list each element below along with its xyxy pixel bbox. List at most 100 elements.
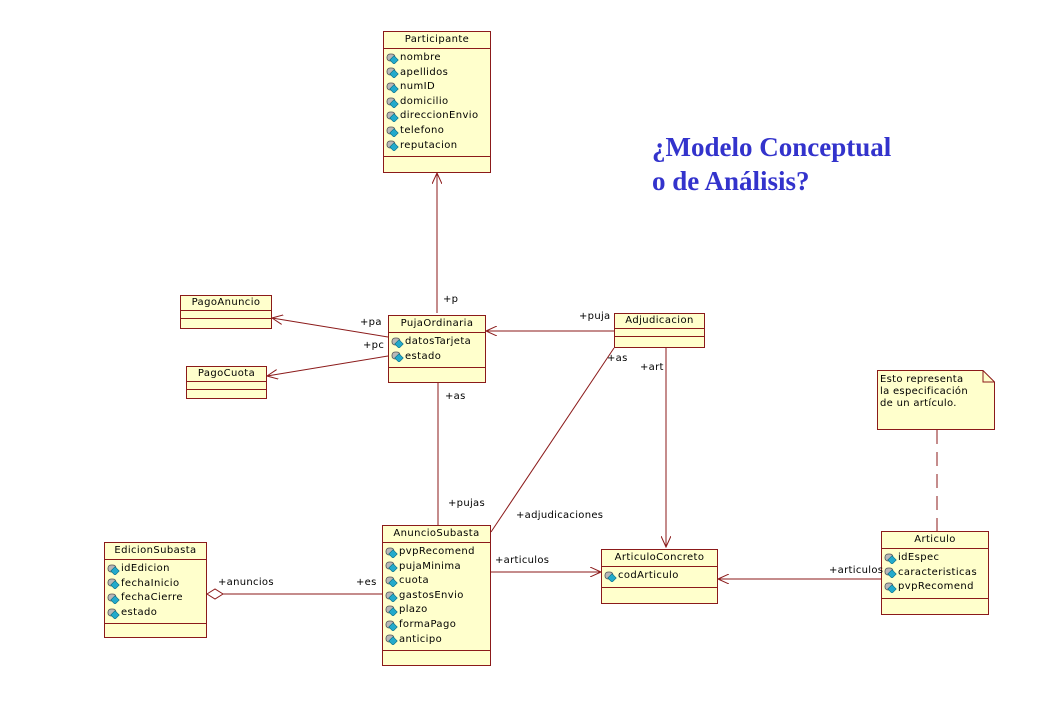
role-label-as: +as (607, 353, 628, 364)
attribute-list: nombre apellidos numID domicilio direcci… (384, 49, 490, 158)
attribute-list: idEdicion fechaInicio fechaCierre estado (105, 560, 206, 625)
attribute-icon (107, 593, 120, 604)
attribute-icon (385, 634, 398, 646)
role-label-puja: +puja (579, 311, 611, 322)
role-label-pa: +pa (360, 317, 382, 328)
class-pujaordinaria[interactable]: PujaOrdinaria datosTarjeta estado (388, 315, 486, 383)
class-pagoanuncio[interactable]: PagoAnuncio (180, 295, 272, 329)
class-name: PujaOrdinaria (389, 316, 485, 333)
attribute: caracteristicas (884, 566, 988, 581)
class-name: Participante (384, 32, 490, 49)
attribute: fechaInicio (107, 577, 206, 592)
title-line-2: o de Análisis? (652, 166, 810, 196)
attribute-icon (884, 553, 897, 564)
attribute-list (615, 329, 704, 337)
attribute: telefono (386, 124, 490, 139)
class-name: Adjudicacion (615, 314, 704, 329)
attribute-icon (107, 608, 120, 619)
class-name: AnuncioSubasta (383, 526, 490, 543)
attribute-list: idEspec caracteristicas pvpRecomend (882, 549, 988, 599)
attribute: domicilio (386, 95, 490, 110)
attribute-icon (385, 605, 398, 617)
class-articulo[interactable]: Articulo idEspec caracteristicas pvpReco… (881, 531, 989, 615)
note: Esto representa la especificación de un … (877, 370, 995, 430)
attribute-icon (884, 582, 897, 593)
class-name: PagoAnuncio (181, 296, 271, 311)
operations (882, 599, 988, 607)
attribute-icon (386, 111, 399, 123)
attribute-list (181, 311, 271, 319)
class-name: PagoCuota (187, 367, 266, 382)
attribute-list: pvpRecomend pujaMinima cuota gastosEnvio… (383, 543, 490, 652)
role-label-adjudicaciones: +adjudicaciones (516, 510, 604, 521)
attribute: reputacion (386, 139, 490, 154)
attribute: codArticulo (604, 569, 717, 584)
class-participante[interactable]: Participante nombre apellidos numID domi… (383, 31, 491, 173)
attribute-icon (107, 564, 120, 575)
attribute: plazo (385, 603, 490, 618)
diagram-title: ¿Modelo Conceptual o de Análisis? (652, 130, 891, 198)
class-articuloconcreto[interactable]: ArticuloConcreto codArticulo (601, 549, 718, 604)
attribute: direccionEnvio (386, 109, 490, 124)
attribute-icon (385, 576, 398, 587)
role-label-articulos: +articulos (829, 565, 884, 576)
attribute: cuota (385, 574, 490, 589)
role-label-p: +p (443, 294, 459, 305)
operations (602, 588, 717, 596)
operations (187, 390, 266, 396)
role-label-art: +art (640, 362, 664, 373)
attribute-list: codArticulo (602, 567, 717, 588)
attribute-icon (386, 53, 399, 64)
role-label-pujas: +pujas (448, 498, 485, 509)
class-name: EdicionSubasta (105, 543, 206, 560)
attribute-list: datosTarjeta estado (389, 333, 485, 369)
attribute-icon (385, 561, 398, 573)
attribute-icon (386, 140, 399, 152)
class-anunciosubasta[interactable]: AnuncioSubasta pvpRecomend pujaMinima cu… (382, 525, 491, 666)
attribute: pvpRecomend (884, 580, 988, 595)
operations (384, 157, 490, 165)
attribute: idEspec (884, 551, 988, 566)
attribute: anticipo (385, 633, 490, 648)
note-line: Esto representa (880, 374, 964, 385)
attribute: fechaCierre (107, 591, 206, 606)
class-edicionsubasta[interactable]: EdicionSubasta idEdicion fechaInicio fec… (104, 542, 207, 638)
operations (383, 651, 490, 659)
class-adjudicacion[interactable]: Adjudicacion (614, 313, 705, 348)
attribute-icon (386, 126, 399, 137)
attribute-icon (391, 351, 404, 363)
role-label-es: +es (356, 577, 377, 588)
attribute: datosTarjeta (391, 335, 485, 350)
assoc-adjudicacion-anuncio (490, 347, 615, 533)
role-label-pc: +pc (363, 340, 385, 351)
attribute: estado (391, 350, 485, 365)
class-name: Articulo (882, 532, 988, 549)
operations (389, 368, 485, 376)
attribute: gastosEnvio (385, 589, 490, 604)
role-label-articulos: +articulos (495, 555, 550, 566)
assoc-puja-pagoanuncio (272, 318, 389, 338)
attribute-list (187, 382, 266, 390)
operations (181, 319, 271, 325)
attribute-icon (884, 567, 897, 579)
assoc-puja-pagocuota (267, 355, 389, 376)
attribute-icon (386, 82, 399, 93)
attribute-icon (385, 547, 398, 558)
attribute-icon (386, 97, 399, 108)
attribute-icon (385, 620, 398, 631)
attribute: numID (386, 80, 490, 95)
class-pagocuota[interactable]: PagoCuota (186, 366, 267, 399)
attribute: idEdicion (107, 562, 206, 577)
aggregation-diamond (206, 588, 224, 600)
note-line: de un artículo. (880, 398, 957, 409)
attribute: pujaMinima (385, 560, 490, 575)
attribute: apellidos (386, 66, 490, 81)
attribute-icon (604, 571, 617, 582)
attribute-icon (391, 337, 404, 348)
title-line-1: ¿Modelo Conceptual (652, 132, 892, 162)
attribute: formaPago (385, 618, 490, 633)
attribute-icon (385, 591, 398, 602)
note-shape (877, 370, 995, 430)
note-line: la especificación (880, 386, 968, 397)
